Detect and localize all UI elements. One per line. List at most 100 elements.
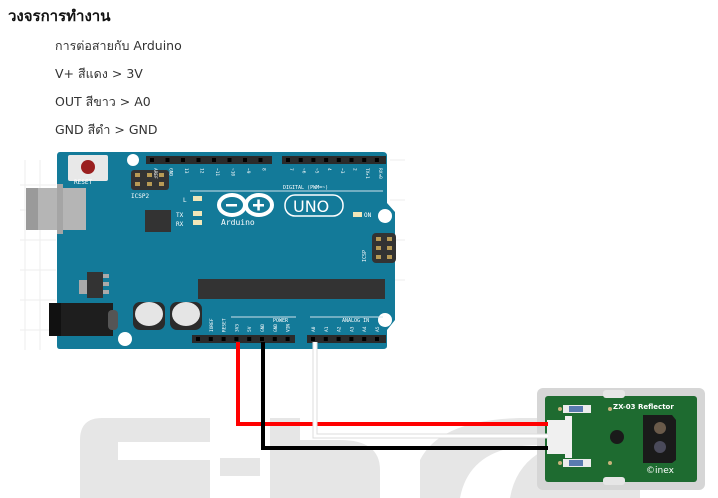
header-pin [221,337,226,341]
digital-pin [349,158,354,162]
digital-pin [165,158,170,162]
arduino-board: RESET ICSP2 L TX RX ON AR [26,152,396,349]
analog-header [307,335,386,343]
header-pin [272,337,277,341]
wire-vplus-red [236,342,548,426]
digital-pin-label: AREF [152,168,158,179]
header-pin [323,337,328,341]
digital-pin [212,158,216,162]
digital-pin-label: ~6 [301,168,307,174]
header-pin-label: A5 [375,326,381,332]
zx03-sensor: ZX-03 Reflector ©inex [537,388,705,490]
mount-hole [378,313,392,327]
digital-pin-label: 4 [326,168,332,171]
header-pin-label: A3 [349,326,355,332]
digital-pin-label: ~5 [313,168,319,174]
instruction-gnd: GND สีดำ > GND [55,122,158,137]
digital-pin-label: 12 [199,168,205,174]
instruction-vplus: V+ สีแดง > 3V [55,66,143,81]
header-pin-label: IOREF [209,318,215,332]
sensor-name: ZX-03 Reflector [613,403,674,411]
digital-pin-label: ~9 [245,168,251,174]
usb-port [26,184,86,234]
digital-pin-label: ~10 [230,168,236,176]
header-pin [234,337,239,341]
resistor [558,459,612,467]
digital-pin [243,158,247,162]
header-pin [362,337,367,341]
microcontroller [198,279,385,299]
power-label: POWER [273,318,289,324]
arduino-logo [217,193,274,217]
led-rx-label: RX [176,221,184,228]
header-pin [247,337,252,341]
digital-pin-label: 13 [183,168,189,174]
icsp2-label: ICSP2 [131,193,149,200]
connector [547,416,572,458]
header-pin-label: 3V3 [234,324,240,332]
header-pin [260,337,264,341]
digital-header-right [282,156,386,164]
header-pin-label: A0 [311,326,317,332]
header-pin-label: RESET [222,318,228,332]
analog-label: ANALOG IN [342,318,369,324]
header-pin [336,337,341,341]
led-on-label: ON [364,212,372,219]
voltage-regulator [79,272,109,298]
header-pin-label: A4 [362,326,368,332]
ir-reflector [643,415,676,463]
led-l [193,196,202,201]
mount-hole [610,430,624,444]
header-pin-label: 5V [247,326,253,332]
icsp2-header [131,170,169,190]
header-pin [349,337,354,341]
icsp-header [372,233,396,263]
reset-button [68,155,108,181]
mount-hole [118,332,132,346]
digital-label: DIGITAL (PWM=~) [283,185,328,191]
header-pin-label: A2 [337,326,343,332]
mount-hole [378,209,392,223]
digital-pin [196,158,201,162]
power-jack [49,303,118,336]
digital-pin [227,158,232,162]
led-l-label: L [183,197,187,204]
uno-badge [284,194,344,217]
digital-pin-label: TX▸1 [364,168,370,179]
capacitor [133,302,165,330]
header-pin-label: VIN [286,324,292,332]
icsp-label: ICSP [362,250,368,262]
digital-pin [286,158,290,162]
header-pin-label: GND [273,324,279,332]
header-pin [285,337,290,341]
model-label: UNO [293,197,329,216]
digital-pin [324,158,329,162]
capacitor [170,302,202,330]
reset-label: RESET [74,179,92,186]
led-tx-label: TX [176,212,184,219]
digital-pin [336,158,341,162]
digital-pin-label: ~3 [339,168,345,174]
mount-hole [127,154,139,166]
page-heading: วงจรการทำงาน [8,7,111,25]
brand-label: Arduino [221,218,255,227]
header-pin [196,337,200,341]
header-pin-label: GND [260,324,266,332]
digital-header-left [146,156,272,164]
digital-pin-label: RX◂0 [377,168,383,179]
header-pin-label: A1 [324,326,330,332]
wire-gnd-black [261,342,548,450]
chip [145,210,171,232]
instruction-out: OUT สีขาว > A0 [55,94,151,109]
header-pin [375,337,379,341]
digital-pin [298,158,303,162]
digital-pin-label: 8 [261,168,267,171]
digital-pin [181,158,185,162]
sensor-brand: ©inex [646,466,675,476]
digital-pin [362,158,367,162]
digital-pin [374,158,379,162]
led-rx [193,220,202,225]
digital-pin [311,158,316,162]
wire-out-white-core [313,342,548,438]
